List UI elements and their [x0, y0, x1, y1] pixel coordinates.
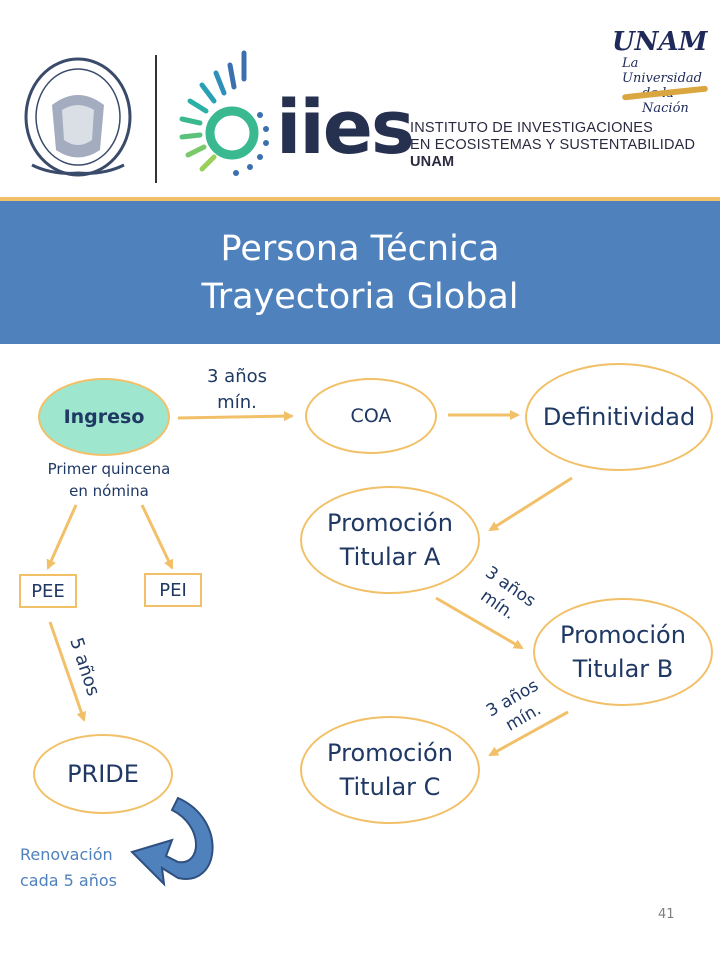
node-coa-label: COA: [350, 405, 392, 427]
header-divider: [155, 55, 157, 183]
node-definitividad: Definitividad: [525, 363, 713, 471]
institute-name: INSTITUTO DE INVESTIGACIONES EN ECOSISTE…: [410, 120, 695, 171]
node-titular-c-line-1: Promoción: [327, 739, 453, 767]
node-titular-c-line-2: Titular C: [339, 773, 441, 801]
label-primer-quincena-line-1: Primer quincena: [47, 460, 171, 478]
title-banner: Persona Técnica Trayectoria Global: [0, 201, 720, 344]
renewal-curved-arrow-icon: [130, 796, 214, 887]
label-renovacion-line-2: cada 5 años: [20, 871, 117, 890]
node-titular-a-line-1: Promoción: [327, 509, 453, 537]
unam-seal-logo: [24, 57, 132, 177]
arrow-ingreso-pee: [46, 504, 78, 570]
node-ingreso: Ingreso: [38, 378, 170, 456]
node-titular-a-line-2: Titular A: [339, 543, 441, 571]
arrow-pee-pride: [48, 621, 87, 722]
arrow-definitividad-titular-a: [488, 476, 573, 532]
node-pei: PEI: [144, 573, 202, 607]
node-titular-b-line-2: Titular B: [572, 655, 674, 683]
iies-wordmark: iies: [276, 85, 415, 171]
title-line-2: Trayectoria Global: [201, 277, 519, 317]
node-ingreso-label: Ingreso: [63, 406, 145, 428]
node-titular-b: Promoción Titular B: [533, 598, 713, 706]
header: iies INSTITUTO DE INVESTIGACIONES EN ECO…: [0, 0, 720, 200]
page-number: 41: [658, 907, 675, 922]
node-pride: PRIDE: [33, 734, 173, 814]
unam-logo-line-2: La Universidad: [622, 56, 702, 86]
label-renovacion-line-1: Renovación: [20, 845, 113, 864]
title-line-1: Persona Técnica: [220, 229, 500, 269]
arrow-ingreso-pei: [140, 504, 174, 570]
label-tres-anios-1: 3 años mín.: [192, 364, 282, 416]
unam-nacion-logo: UNAM La Universidad de la Nación: [612, 27, 712, 116]
institute-line-3: UNAM: [410, 154, 455, 170]
iies-radial-logo: [179, 50, 269, 176]
node-titular-b-line-1: Promoción: [560, 621, 686, 649]
node-coa: COA: [305, 378, 437, 454]
label-primer-quincena-line-2: en nómina: [69, 482, 149, 500]
label-tres-anios-1-line-2: mín.: [217, 392, 257, 413]
node-titular-a: Promoción Titular A: [300, 486, 480, 594]
arrow-titular-a-titular-b: [435, 596, 524, 650]
arrow-titular-b-titular-c: [488, 710, 569, 757]
node-pee-label: PEE: [31, 580, 65, 602]
label-tres-anios-1-line-1: 3 años: [206, 366, 267, 387]
node-titular-c: Promoción Titular C: [300, 716, 480, 824]
institute-line-1: INSTITUTO DE INVESTIGACIONES: [410, 120, 654, 136]
header-rule: [0, 197, 720, 201]
node-definitividad-label: Definitividad: [542, 403, 696, 431]
arrow-ingreso-coa: [177, 411, 294, 422]
node-pride-label: PRIDE: [67, 760, 139, 788]
unam-logo-word: UNAM: [612, 27, 708, 57]
label-renovacion: Renovación cada 5 años: [20, 842, 117, 894]
node-pee: PEE: [19, 574, 77, 608]
node-pei-label: PEI: [159, 579, 187, 601]
label-primer-quincena: Primer quincena en nómina: [36, 458, 182, 502]
institute-line-2: EN ECOSISTEMAS Y SUSTENTABILIDAD: [410, 137, 696, 153]
